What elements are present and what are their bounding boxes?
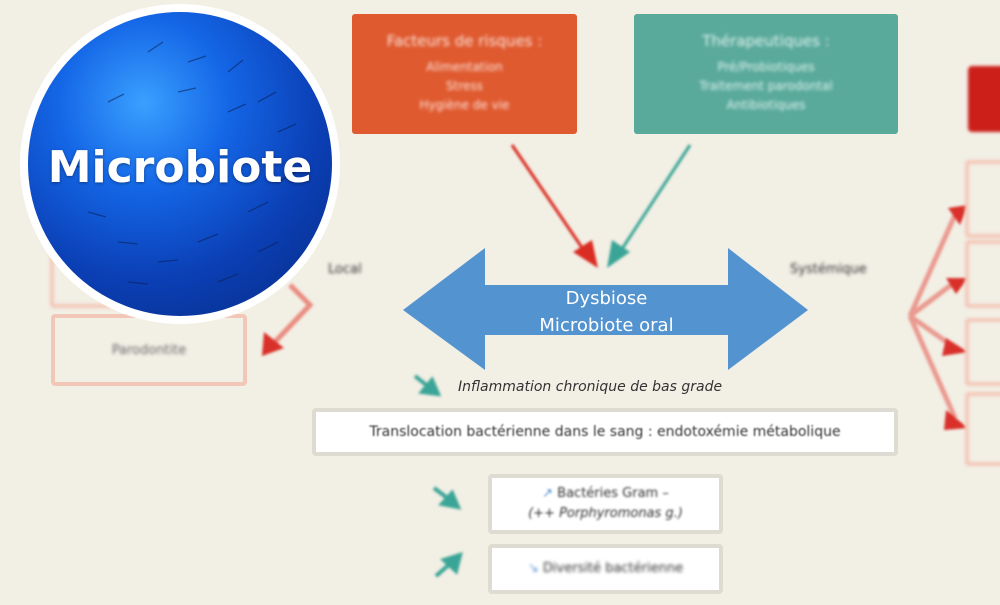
- dysbiosis-label: Dysbiose Microbiote oral: [485, 285, 728, 339]
- therapy-item: Traitement parodontal: [699, 79, 833, 93]
- systemic-box: [965, 240, 1000, 308]
- risk-factors-box: Facteurs de risques : Alimentation Stres…: [352, 14, 577, 134]
- inflammation-label: Inflammation chronique de bas grade: [458, 379, 723, 395]
- local-arrow: [270, 283, 314, 347]
- systemic-box: [965, 318, 1000, 386]
- therapeutics-title: Thérapeutiques :: [702, 32, 830, 50]
- gram-line1: ↗ Bactéries Gram –: [542, 486, 669, 501]
- translocation-label: Translocation bactérienne dans le sang :…: [369, 424, 841, 440]
- systemic-box: [965, 392, 1000, 466]
- systemic-arrows: [907, 213, 958, 420]
- local-arrow-head: [262, 332, 284, 356]
- gram-box: ↗ Bactéries Gram – (++ Porphyromonas g.): [488, 474, 723, 534]
- therapy-item: Antibiotiques: [726, 98, 806, 112]
- therapy-arrow-head: [607, 240, 630, 268]
- local-label: Local: [328, 262, 362, 277]
- diversity-label: Diversité bactérienne: [542, 561, 684, 576]
- diversity-box: ↘ Diversité bactérienne: [488, 544, 723, 594]
- risk-arrow: [510, 144, 587, 253]
- risk-arrow-head: [573, 240, 598, 268]
- therapeutics-box: Thérapeutiques : Pré/Probiotiques Traite…: [634, 14, 898, 134]
- risk-factors-title: Facteurs de risques :: [386, 32, 543, 50]
- risk-item: Hygiène de vie: [419, 98, 510, 112]
- microbiote-title: Microbiote: [47, 142, 313, 193]
- systemic-box: [965, 160, 1000, 238]
- dysbiosis-line1: Dysbiose: [565, 288, 648, 309]
- risk-item: Stress: [446, 79, 483, 93]
- gram-text: Bactéries Gram –: [557, 486, 669, 501]
- translocation-box: Translocation bactérienne dans le sang :…: [312, 408, 898, 456]
- gram-line2: (++ Porphyromonas g.): [528, 506, 683, 521]
- risk-item: Alimentation: [426, 60, 503, 74]
- dysbiosis-double-arrow: [403, 248, 808, 370]
- systemic-label: Systémique: [790, 262, 867, 277]
- dysbiosis-line2: Microbiote oral: [539, 315, 674, 336]
- periodontitis-box: Parodontite: [51, 314, 247, 386]
- microbiote-badge: Microbiote: [20, 4, 340, 324]
- periodontitis-label: Parodontite: [111, 342, 187, 358]
- fish-school-image: Microbiote: [28, 12, 332, 316]
- systemic-header-box: [968, 66, 1000, 132]
- therapy-item: Pré/Probiotiques: [717, 60, 815, 74]
- therapy-arrow: [618, 144, 692, 253]
